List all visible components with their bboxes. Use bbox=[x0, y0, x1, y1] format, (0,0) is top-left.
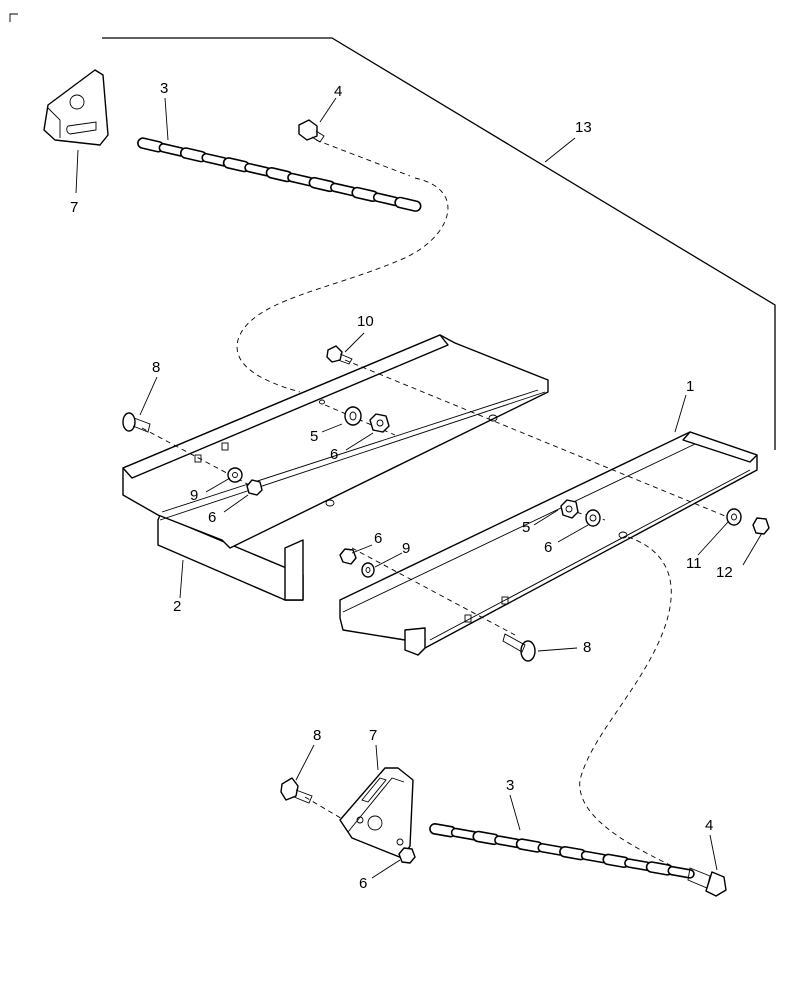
callout-8-right: 8 bbox=[583, 639, 591, 656]
bolt-8-lower bbox=[280, 777, 313, 804]
callout-10: 10 bbox=[357, 313, 374, 330]
callout-9-lower: 9 bbox=[402, 540, 410, 557]
leader-lines bbox=[75, 97, 763, 879]
callouts: 13 3 4 7 10 8 1 5 6 9 6 2 5 6 6 9 11 12 … bbox=[70, 80, 733, 892]
callout-5-lower: 5 bbox=[522, 519, 530, 536]
callout-7-lower: 7 bbox=[369, 727, 377, 744]
chain-path-lines bbox=[236, 139, 673, 867]
callout-8-left: 8 bbox=[152, 359, 160, 376]
callout-9-upper: 9 bbox=[190, 487, 198, 504]
callout-6-bracket: 6 bbox=[359, 875, 367, 892]
nut-6-upper bbox=[369, 413, 390, 433]
plate-2 bbox=[122, 334, 549, 601]
bolt-4-lower bbox=[687, 867, 727, 897]
bolt-8-left bbox=[122, 412, 151, 433]
callout-6-upper: 6 bbox=[330, 446, 338, 463]
nut-12 bbox=[752, 517, 770, 535]
callout-5-upper: 5 bbox=[310, 428, 318, 445]
callout-3-lower: 3 bbox=[506, 777, 514, 794]
chain-3-upper bbox=[137, 137, 422, 212]
washer-5-upper bbox=[344, 406, 362, 426]
callout-11: 11 bbox=[686, 555, 702, 572]
callout-3-upper: 3 bbox=[160, 80, 168, 97]
callout-1: 1 bbox=[686, 378, 694, 395]
bracket-7-upper bbox=[43, 69, 109, 146]
washer-6-lower bbox=[585, 509, 601, 527]
callout-4-upper: 4 bbox=[334, 83, 342, 100]
nut-5-lower bbox=[560, 499, 579, 519]
callout-7-upper: 7 bbox=[70, 199, 78, 216]
callout-6-lower-left: 6 bbox=[374, 530, 382, 547]
nut-6-upper-left bbox=[246, 479, 263, 496]
chain-3-lower bbox=[429, 823, 695, 879]
bolt-4-upper bbox=[298, 119, 325, 143]
nut-6-bracket bbox=[398, 847, 416, 864]
callout-12: 12 bbox=[716, 564, 733, 581]
callout-13: 13 bbox=[575, 119, 592, 136]
washer-9-upper bbox=[227, 467, 243, 483]
callout-8-lower: 8 bbox=[313, 727, 321, 744]
washer-9-lower bbox=[361, 562, 375, 578]
bolt-10 bbox=[326, 345, 353, 365]
callout-4-lower: 4 bbox=[705, 817, 713, 834]
callout-6-upper-left: 6 bbox=[208, 509, 216, 526]
bracket-7-lower bbox=[339, 767, 414, 859]
callout-6-lower: 6 bbox=[544, 539, 552, 556]
assembly-bracket-13 bbox=[102, 37, 776, 450]
crop-mark bbox=[9, 13, 18, 22]
washer-11 bbox=[726, 508, 742, 526]
callout-2: 2 bbox=[173, 598, 181, 615]
plate-1 bbox=[339, 431, 758, 656]
bolt-8-right bbox=[502, 633, 536, 662]
nut-6-lower-left bbox=[339, 548, 357, 565]
